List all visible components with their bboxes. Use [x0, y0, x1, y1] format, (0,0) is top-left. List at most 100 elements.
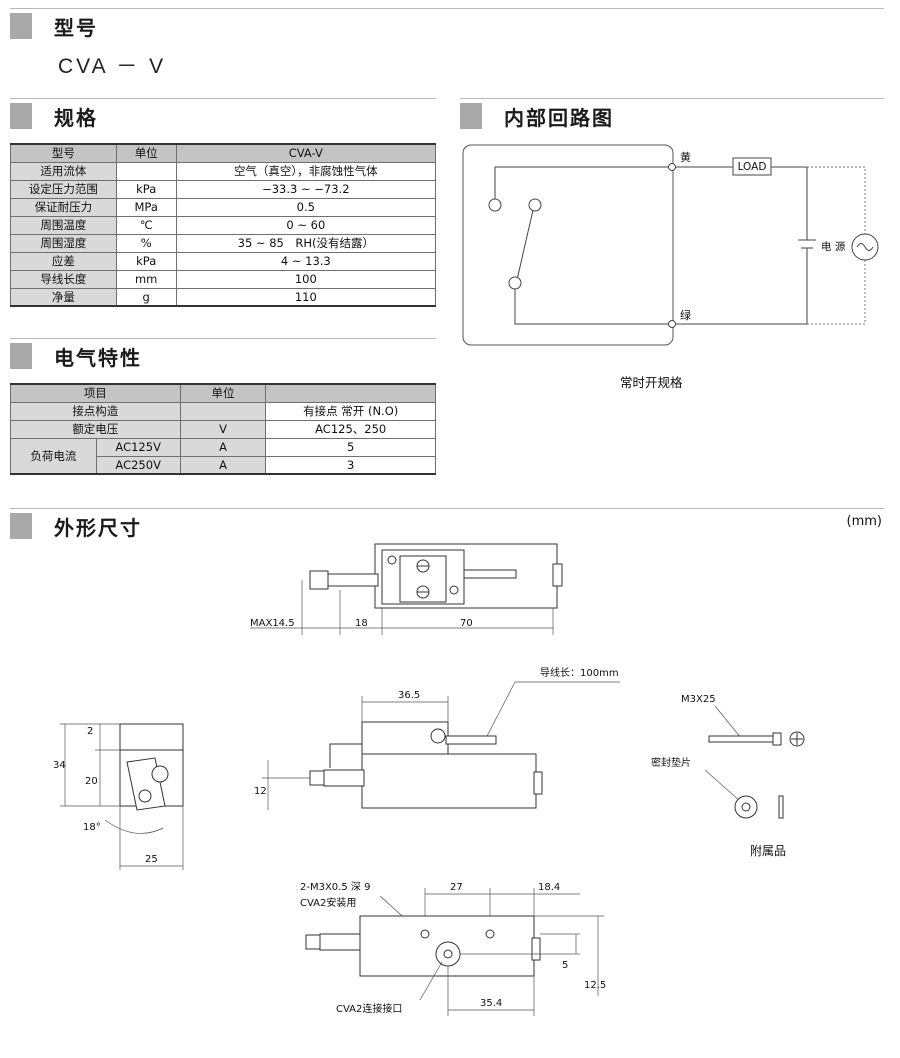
dim-angle: 18°: [83, 822, 101, 833]
screw-label: M3X25: [681, 694, 716, 705]
spec-value: 0 ~ 60: [175, 215, 437, 235]
mount-hole-icon: [449, 585, 459, 595]
connection-port-core: [443, 949, 453, 959]
section-spec-header: 规格: [10, 98, 436, 132]
electrical-unit: V: [179, 419, 267, 439]
wire-dotted-bottom: [807, 260, 866, 325]
spec-value: 110: [175, 287, 437, 307]
spec-label: 导线长度: [10, 269, 117, 289]
spec-label: 设定压力范围: [10, 179, 117, 199]
electrical-label-load-current: 负荷电流: [10, 437, 97, 475]
lead-grommet: [430, 728, 446, 744]
electrical-header-cell: 项目: [10, 383, 181, 403]
terminal-yellow: [668, 163, 676, 171]
switch-body-outline: [462, 144, 674, 346]
spec-label: 净量: [10, 287, 117, 307]
spec-label: 保证耐压力: [10, 197, 117, 217]
bottom-view-drawing: 2-M3X0.5 深 9 CVA2安装用 27 18.4 5 12.5 35.4…: [300, 881, 606, 1016]
holes-note: CVA2安装用: [300, 896, 356, 909]
adjust-stem: [319, 933, 361, 951]
electrical-table-header: 项目 单位: [10, 383, 436, 403]
bracket: [329, 743, 362, 768]
adjust-stem: [327, 573, 379, 587]
spec-unit: g: [115, 287, 177, 307]
dim-2: 2: [87, 726, 93, 737]
spec-value: −33.3 ~ −73.2: [175, 179, 437, 199]
power-label: 电 源: [821, 240, 846, 253]
internal-wire-top: [494, 166, 672, 200]
top-view-drawing: MAX14.5 18 70: [250, 543, 563, 635]
spec-unit: %: [115, 233, 177, 253]
spec-value: 4 ~ 13.3: [175, 251, 437, 271]
electrical-header-cell: [265, 383, 436, 403]
contact-fixed: [528, 198, 542, 212]
dim-5: 5: [562, 960, 568, 971]
spec-unit: MPa: [115, 197, 177, 217]
wire-power-to-green: [675, 248, 808, 325]
dim-25: 25: [145, 854, 158, 865]
ac-wave: [856, 243, 874, 251]
spec-unit: kPa: [115, 251, 177, 271]
circuit-caption: 常时开规格: [620, 375, 683, 390]
electrical-value: 3: [265, 455, 436, 475]
dim-18: 18: [355, 618, 368, 629]
screw-icon: [151, 765, 169, 783]
electrical-table: 项目 单位 接点构造 有接点 常开 (N.O) 额定电压 V AC125、250…: [10, 383, 436, 475]
spec-label: 适用流体: [10, 161, 117, 181]
dim-27: 27: [450, 882, 463, 893]
side-top-block: [119, 723, 184, 751]
dim-70: 70: [460, 618, 473, 629]
spec-header-cell: 单位: [115, 143, 177, 163]
table-row: 适用流体 空气（真空），非腐蚀性气体: [10, 161, 437, 181]
front-view-drawing: 导线长：100mm 36.5 12: [254, 666, 620, 810]
dim-20: 20: [85, 776, 98, 787]
section-bar: [460, 103, 482, 129]
spec-unit: [115, 161, 177, 181]
end-cap: [531, 937, 541, 961]
section-dimensions-header: 外形尺寸: [10, 508, 884, 542]
spec-value: 35 ~ 85 RH(没有结露）: [175, 233, 437, 253]
electrical-sub-label: AC125V: [95, 437, 181, 457]
internal-wire-bottom: [514, 289, 672, 325]
screw-icon: [138, 789, 152, 803]
section-model-header: 型号: [10, 8, 884, 42]
seal-leader: [704, 769, 742, 803]
section-electrical-header: 电气特性: [10, 338, 436, 372]
electrical-unit: A: [179, 455, 267, 475]
end-cap: [552, 563, 563, 587]
electrical-value: AC125、250: [265, 419, 436, 439]
section-bar: [10, 103, 32, 129]
contact-fixed: [488, 198, 502, 212]
lead-leader: [485, 681, 516, 739]
mount-hole-icon: [387, 555, 397, 565]
label-yellow: 黄: [680, 150, 691, 164]
spec-label: 周围湿度: [10, 233, 117, 253]
electrical-unit: A: [179, 437, 267, 457]
circuit-diagram: 黄 绿 LOAD 电 源: [462, 144, 879, 346]
electrical-value: 有接点 常开 (N.O): [265, 401, 436, 421]
adjust-knob: [309, 770, 325, 786]
dim-184: 18.4: [538, 882, 560, 893]
spec-value: 100: [175, 269, 437, 289]
label-green: 绿: [680, 308, 691, 322]
holes-label: 2-M3X0.5 深 9: [300, 881, 370, 893]
section-bar: [10, 13, 32, 39]
spec-value: 空气（真空），非腐蚀性气体: [175, 161, 437, 181]
spec-table-header: 型号 单位 CVA-V: [10, 143, 437, 163]
screw-leader: [714, 705, 742, 739]
spec-table: 型号 单位 CVA-V 适用流体 空气（真空），非腐蚀性气体 设定压力范围 kPa −…: [10, 143, 437, 307]
table-row: 额定电压 V AC125、250: [10, 419, 436, 439]
port-leader: [419, 961, 443, 1001]
section-bar: [10, 343, 32, 369]
dim-34: 34: [53, 760, 66, 771]
electrical-unit: [179, 401, 267, 421]
lead-length-label: 导线长：100mm: [540, 666, 619, 679]
terminal-green: [668, 320, 676, 328]
mount-hole-icon: [420, 929, 430, 939]
spec-value: 0.5: [175, 197, 437, 217]
table-row: AC250V A 3: [11, 455, 436, 475]
load-label: LOAD: [738, 161, 767, 173]
